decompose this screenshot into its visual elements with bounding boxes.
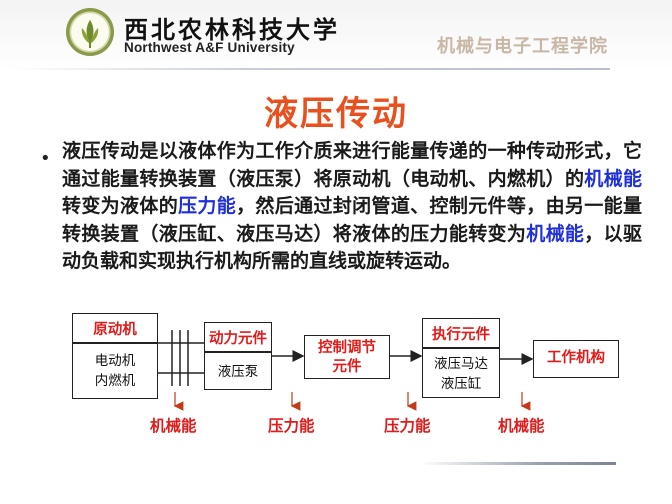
power-element-divider [205, 351, 271, 353]
university-name-en: Northwest A&F University [124, 40, 295, 55]
footer-divider [420, 462, 616, 465]
control-element-line1: 控制调节 [318, 340, 376, 356]
paragraph-text-2: 转变为液体的 [62, 195, 179, 217]
actuator-line2: 液压缸 [440, 376, 482, 392]
actuator-title: 执行元件 [432, 327, 490, 343]
work-mechanism-label: 工作机构 [547, 350, 605, 366]
highlight-mechanical-energy-1: 机械能 [584, 167, 642, 190]
actuator-divider [423, 347, 499, 349]
actuator-line1: 液压马达 [434, 356, 488, 372]
energy-label-pressure-2: 压力能 [384, 417, 431, 435]
paragraph-text-1: 液压传动是以液体作为工作介质来进行能量传递的一种传动形式，它通过能量转换装置（液… [62, 140, 642, 190]
box-actuator: 执行元件 液压马达 液压缸 [422, 318, 500, 398]
header-divider [10, 68, 610, 70]
prime-mover-title: 原动机 [93, 322, 137, 338]
box-prime-mover: 原动机 电动机 内燃机 [72, 313, 158, 399]
power-element-line1: 液压泵 [217, 364, 259, 380]
bullet-icon: • [40, 148, 51, 169]
paragraph-text-3: ，然后通过封闭管道、控制元件等，由另一能量转换装置（液压缸、液压马达）将液体的压… [62, 195, 642, 245]
energy-label-mechanical-1: 机械能 [150, 417, 197, 435]
power-element-title: 动力元件 [209, 331, 267, 347]
body-paragraph: 液压传动是以液体作为工作介质来进行能量传递的一种传动形式，它通过能量转换装置（液… [62, 138, 642, 276]
box-control-element: 控制调节 元件 [304, 335, 390, 379]
prime-mover-line2: 内燃机 [94, 373, 136, 389]
energy-label-pressure-1: 压力能 [268, 417, 315, 435]
highlight-pressure-energy: 压力能 [178, 195, 237, 217]
paragraph-text-4: ，以驱动负载和实现执行机构所需的直线或旋转运动。 [62, 222, 642, 273]
college-name: 机械与电子工程学院 [437, 36, 608, 57]
university-name-cn: 西北农林科技大学 [124, 15, 340, 44]
box-work-mechanism: 工作机构 [533, 340, 619, 378]
prime-mover-divider [73, 342, 157, 344]
box-power-element: 动力元件 液压泵 [204, 322, 272, 390]
control-element-line2: 元件 [332, 359, 362, 375]
prime-mover-line1: 电动机 [94, 353, 136, 369]
energy-label-mechanical-2: 机械能 [498, 417, 545, 435]
slide-title: 液压传动 [264, 94, 408, 134]
shaft-coupling [158, 330, 204, 386]
university-logo-icon [66, 8, 114, 56]
highlight-mechanical-energy-2: 机械能 [526, 222, 585, 245]
